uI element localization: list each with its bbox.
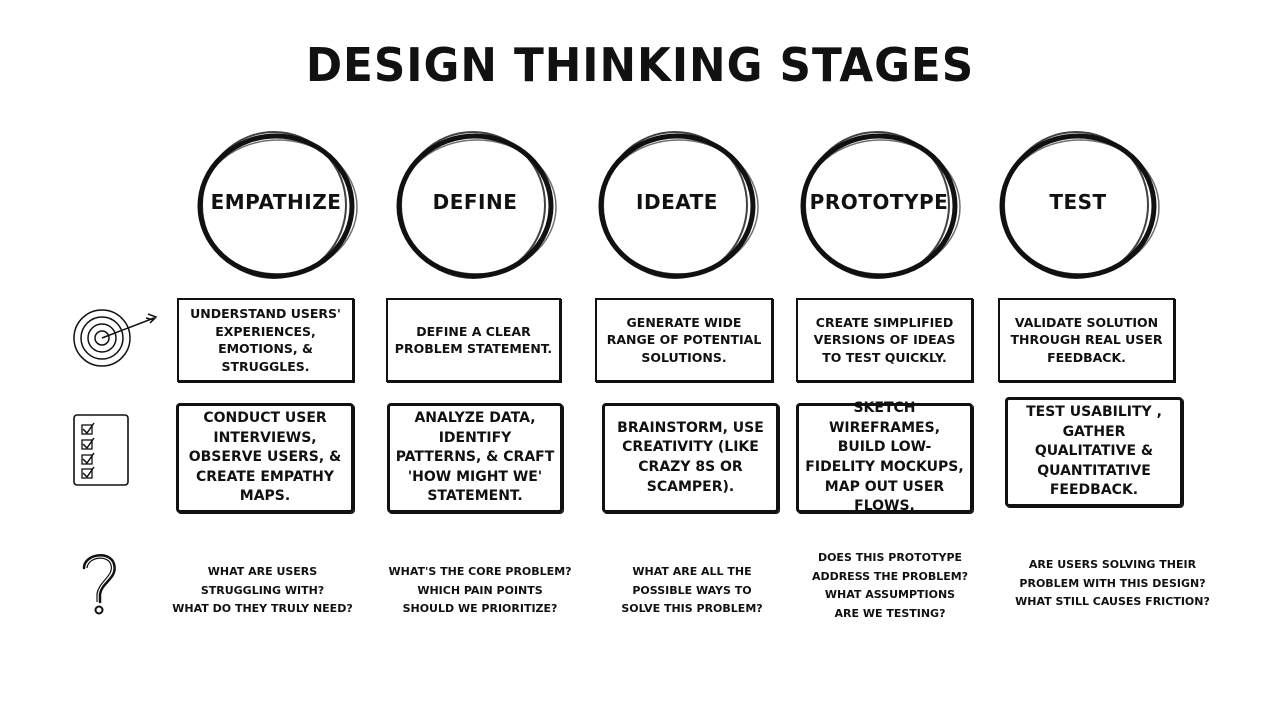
stage-label: PROTOTYPE [809,190,949,214]
question-line: WHAT STILL CAUSES FRICTION? [1015,595,1210,609]
stage-empathize: EMPATHIZE [192,126,360,284]
questions-ideate: WHAT ARE ALL THE POSSIBLE WAYS TO SOLVE … [612,563,772,619]
goal-box-test: VALIDATE SOLUTION THROUGH REAL USER FEED… [998,298,1175,382]
question-line: WHAT'S THE CORE PROBLEM? [388,565,572,578]
question-line: ARE WE TESTING? [834,607,946,621]
stage-label: TEST [1049,190,1107,214]
brush-circle-icon [396,131,557,279]
brush-circle-icon [999,131,1160,279]
stage-define: DEFINE [391,126,559,284]
target-icon [73,309,158,367]
question-line: STRUGGLING WITH? [200,583,325,597]
stage-label: DEFINE [432,190,518,214]
methods-box-test: TEST USABILITY , GATHER QUALITATIVE & QU… [1005,397,1183,507]
questions-define: WHAT'S THE CORE PROBLEM? WHICH PAIN POIN… [385,563,575,619]
question-mark-icon [82,554,116,615]
questions-empathize: WHAT ARE USERS STRUGGLING WITH? WHAT DO … [170,563,355,619]
stage-label: IDEATE [636,190,718,214]
question-line: ADDRESS THE PROBLEM? [811,569,969,583]
question-line: PROBLEM WITH THIS DESIGN? [1019,576,1206,590]
page-title: DESIGN THINKING STAGES [305,38,975,92]
question-line: WHAT DO THEY TRULY NEED? [172,602,353,616]
methods-box-define: ANALYZE DATA, IDENTIFY PATTERNS, & CRAFT… [387,403,563,513]
question-line: ARE USERS SOLVING THEIR [1028,558,1197,571]
question-line: SOLVE THIS PROBLEM? [621,602,763,616]
stage-ideate: IDEATE [593,126,761,284]
questions-prototype: DOES THIS PROTOTYPE ADDRESS THE PROBLEM?… [805,549,975,624]
methods-box-ideate: BRAINSTORM, USE CREATIVITY (LIKE CRAZY 8… [602,403,779,513]
methods-box-empathize: CONDUCT USER INTERVIEWS, OBSERVE USERS, … [176,403,354,513]
question-line: WHAT ARE USERS [207,565,318,578]
question-line: SHOULD WE PRIORITIZE? [402,602,558,616]
question-line: WHAT ASSUMPTIONS [824,588,956,602]
questions-test: ARE USERS SOLVING THEIR PROBLEM WITH THI… [1010,556,1215,612]
methods-box-prototype: SKETCH WIREFRAMES, BUILD LOW-FIDELITY MO… [796,400,973,514]
stage-test: TEST [994,126,1162,284]
question-line: POSSIBLE WAYS TO [632,583,752,597]
checklist-icon [73,414,129,486]
brush-circle-icon [598,131,759,279]
stage-prototype: PROTOTYPE [795,126,963,284]
question-line: WHICH PAIN POINTS [417,583,543,597]
question-line: DOES THIS PROTOTYPE [817,551,963,564]
brush-circle-icon [800,131,961,279]
goal-box-prototype: CREATE SIMPLIFIED VERSIONS OF IDEAS TO T… [796,298,973,382]
stage-label: EMPATHIZE [210,190,342,214]
goal-box-ideate: GENERATE WIDE RANGE OF POTENTIAL SOLUTIO… [595,298,773,382]
goal-box-define: DEFINE A CLEAR PROBLEM STATEMENT. [386,298,561,382]
question-line: WHAT ARE ALL THE [632,565,752,578]
goal-box-empathize: UNDERSTAND USERS' EXPERIENCES, EMOTIONS,… [177,298,354,382]
brush-circle-icon [197,131,358,279]
